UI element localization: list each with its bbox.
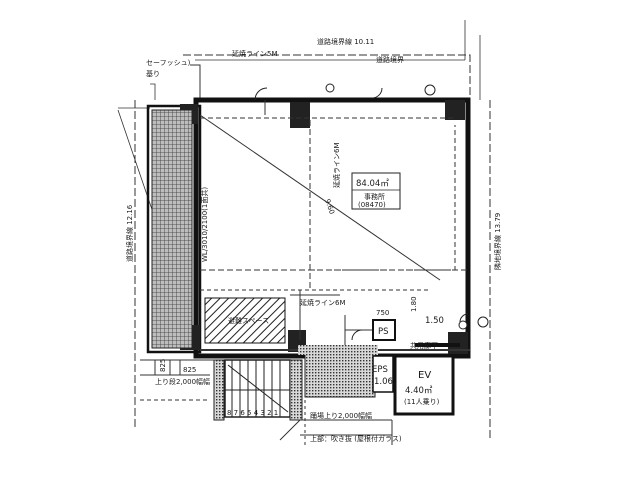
dim-150: 1.50 bbox=[425, 316, 444, 326]
elevator-shaft bbox=[393, 354, 455, 416]
room-area: 84.04㎡ bbox=[356, 179, 389, 189]
corridor-label: 共用廊下 bbox=[410, 341, 438, 350]
bottom-note-1: 踊場上り2,000幅幅 bbox=[310, 411, 372, 420]
setback-5m-label: 延焼ライン5M bbox=[232, 49, 278, 58]
lower-corridor bbox=[304, 351, 376, 398]
eps-label-1: EPS bbox=[372, 365, 388, 375]
door-swings bbox=[254, 87, 469, 341]
diagonal-dim-label: 9.60 bbox=[323, 198, 336, 215]
top-boundary-right-label: 道路境界 bbox=[376, 55, 404, 64]
ev-title: EV bbox=[418, 370, 431, 381]
balcony-strip bbox=[151, 109, 193, 349]
boundary-left-label: 道路境界線 12.16 bbox=[125, 204, 134, 262]
staircase bbox=[213, 359, 303, 421]
ps-shaft bbox=[372, 319, 396, 341]
room-tag bbox=[351, 172, 401, 210]
setback-top-label: 道路境界線 10.11 bbox=[317, 37, 374, 46]
eps-label-2: 1.06 bbox=[374, 377, 393, 387]
ps-label: PS bbox=[378, 327, 389, 337]
boundary-right-label: 隣地境界線 13.79 bbox=[493, 213, 502, 270]
stair-note: 上り段2,000幅幅 bbox=[155, 377, 210, 386]
window-label: WL/3010/2100(1面共) bbox=[200, 187, 209, 262]
room-use: 事務所 bbox=[364, 192, 385, 201]
setback-6m-bottom-label: 延焼ライン6M bbox=[300, 298, 346, 307]
dim-825-a: 825 bbox=[159, 359, 167, 372]
corner-note-2: 基り bbox=[146, 69, 160, 78]
exterior-walls bbox=[146, 97, 471, 359]
corner-note-1: セーフッシュ) bbox=[146, 59, 191, 67]
boundary-lines bbox=[117, 20, 491, 440]
hatched-area bbox=[204, 297, 286, 344]
ev-capacity: (11人乗り) bbox=[404, 397, 440, 406]
bottom-note-2: 上部：吹き抜 (屋根付ガラス) bbox=[310, 434, 402, 443]
dim-180: 1.80 bbox=[410, 296, 418, 312]
stair-numbers: 8 7 6 5 4 3 2 1 bbox=[227, 409, 278, 417]
bottom-lines bbox=[140, 359, 393, 445]
eps-shaft bbox=[372, 355, 394, 393]
dim-750: 750 bbox=[376, 309, 389, 317]
column-markers bbox=[325, 83, 489, 330]
dim-825-b: 825 bbox=[183, 366, 196, 374]
setback-6m-right-label: 延焼ライン6M bbox=[332, 143, 341, 189]
hatch-room-label: 避難スペース bbox=[228, 316, 269, 325]
ev-area: 4.40㎡ bbox=[405, 386, 433, 396]
lower-corridor-2 bbox=[298, 345, 378, 355]
room-code: (08470) bbox=[358, 201, 386, 209]
